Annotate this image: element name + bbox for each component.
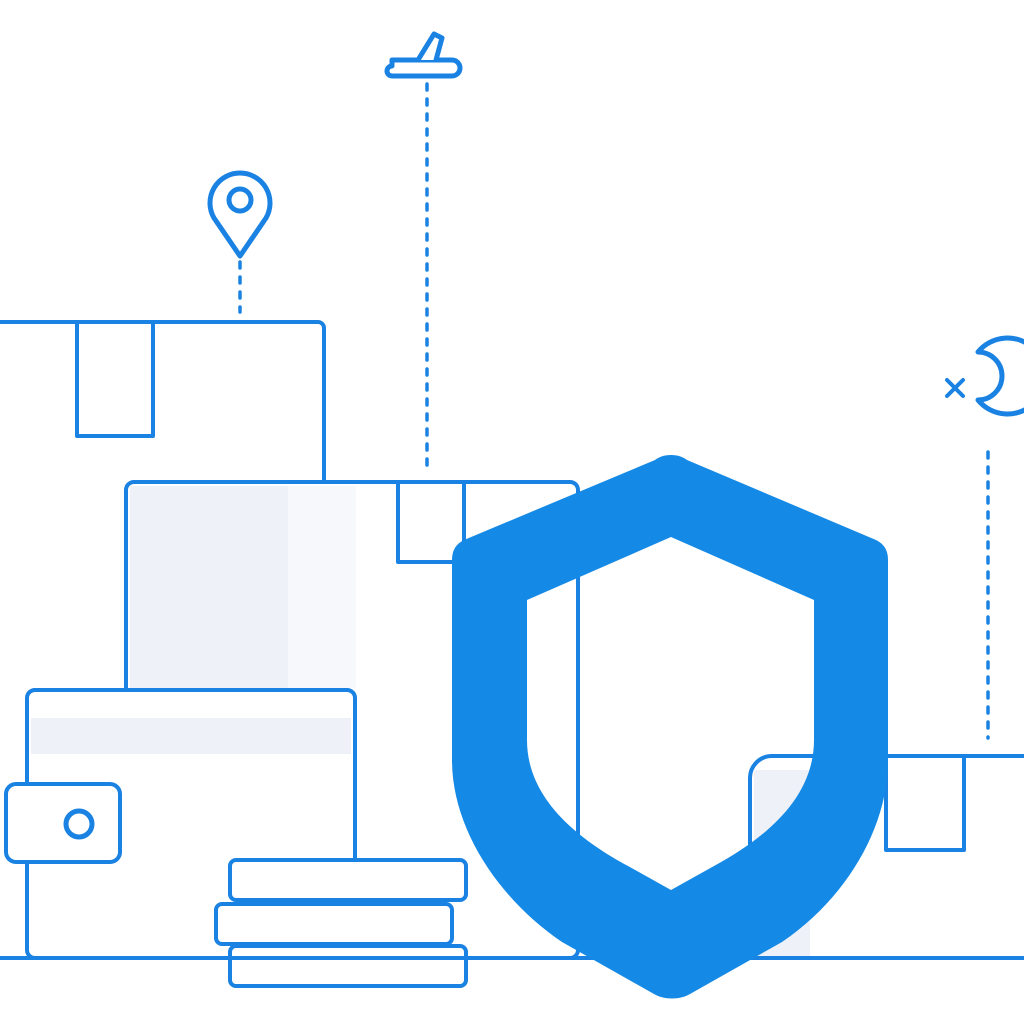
coin <box>228 944 468 988</box>
coin <box>228 858 468 902</box>
coin <box>214 902 454 946</box>
box-top-left <box>0 320 326 482</box>
coins-icon <box>214 858 468 988</box>
wallet-clasp <box>4 782 122 864</box>
box-tape <box>396 480 466 564</box>
airplane-icon <box>384 31 463 79</box>
box-shade <box>130 486 288 688</box>
shield-icon <box>452 455 888 999</box>
wallet-band <box>31 718 351 754</box>
box-tape <box>75 320 155 438</box>
location-pin-icon <box>207 170 273 259</box>
box-tape <box>884 754 966 852</box>
wallet-button <box>63 808 95 840</box>
box-shade-light <box>288 486 356 688</box>
close-icon <box>945 378 965 398</box>
crescent-moon-icon <box>975 335 1024 417</box>
